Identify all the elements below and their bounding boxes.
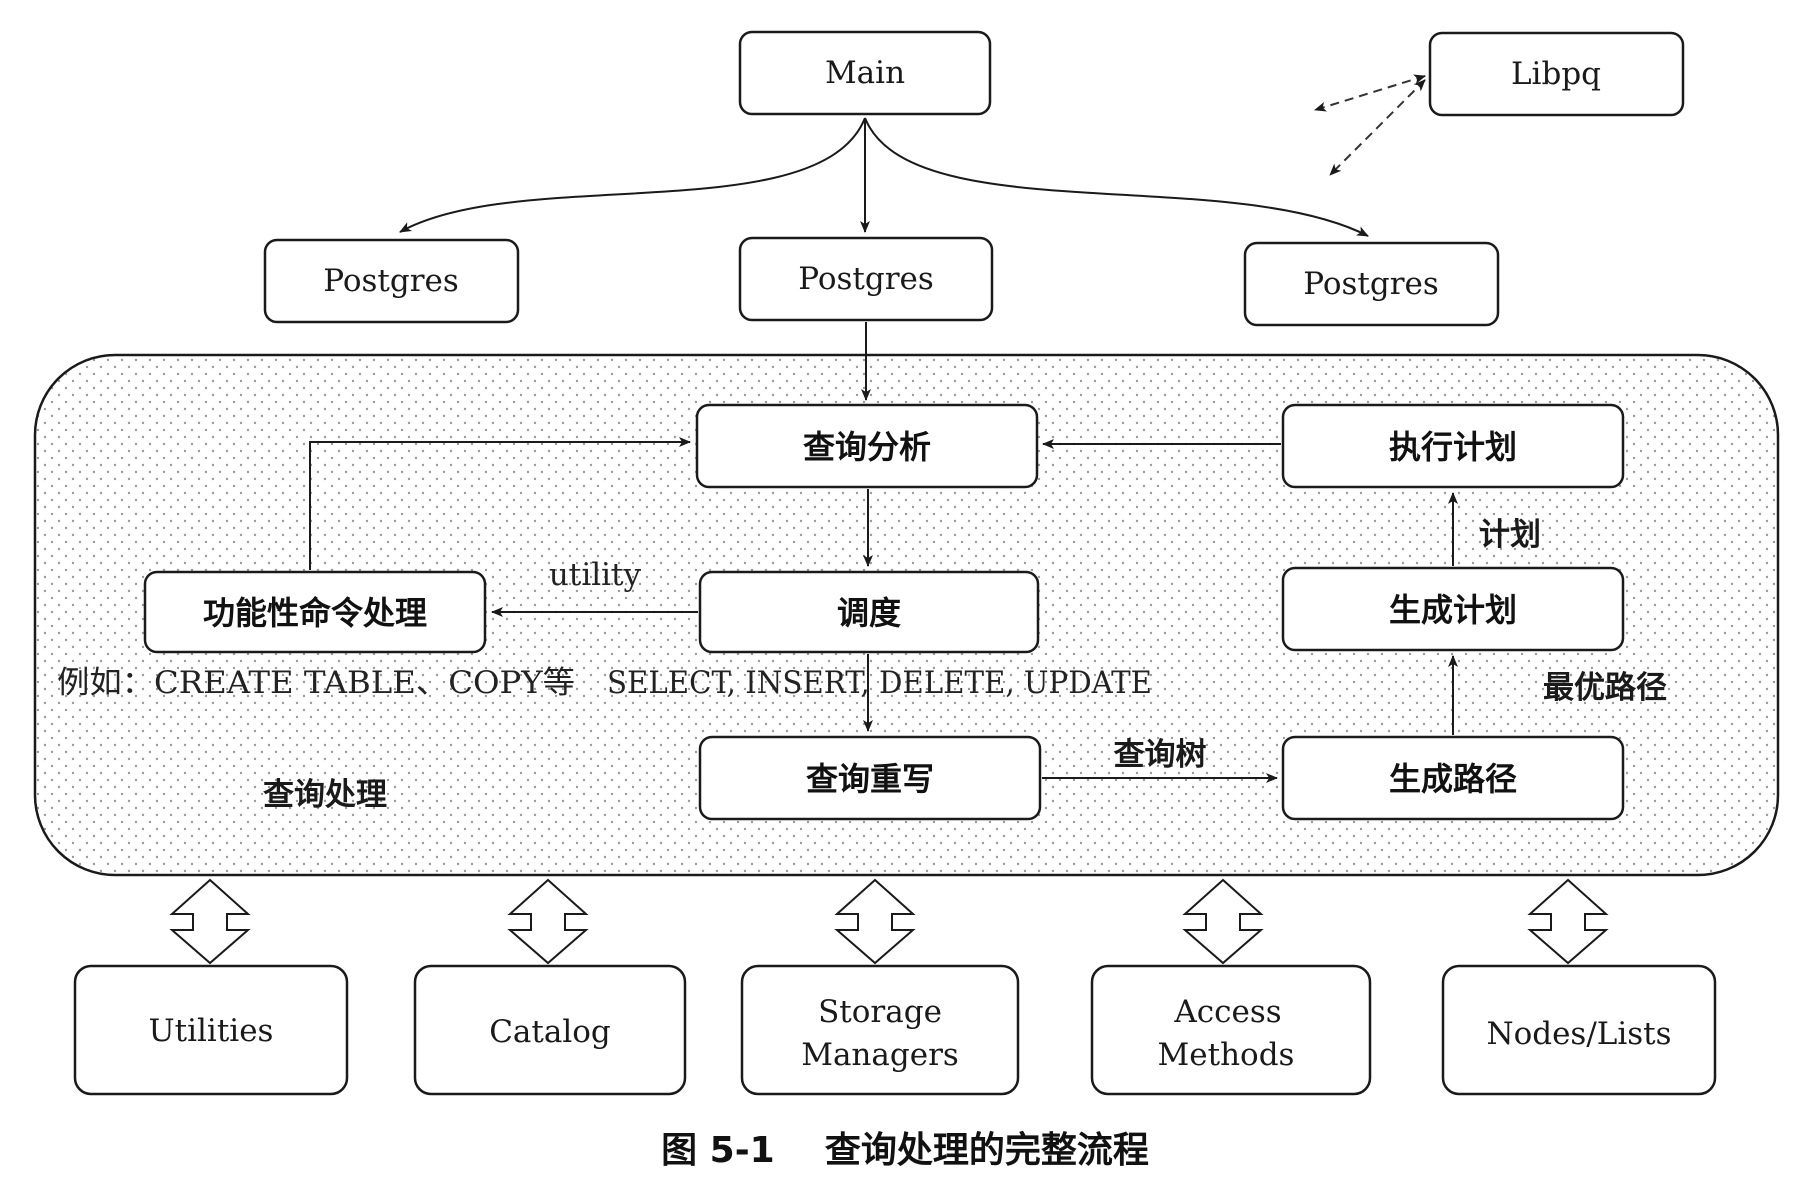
libpq-dashed-arrow-1 — [1314, 74, 1426, 112]
plan-edge-label: 计划 — [1479, 517, 1541, 553]
exec-plan-node: 执行计划 — [1281, 403, 1625, 489]
postgres-left-node: Postgres — [263, 238, 520, 324]
catalog-node: Catalog — [413, 964, 687, 1096]
storage-label-line2: Managers — [801, 1037, 959, 1073]
query-parse-node: 查询分析 — [695, 403, 1039, 489]
access-label-line2: Methods — [1158, 1037, 1295, 1073]
nodes-lists-node: Nodes/Lists — [1441, 964, 1717, 1096]
dml-examples-note: SELECT, INSERT, DELETE, UPDATE — [607, 665, 1152, 701]
utilities-double-arrow — [169, 878, 251, 965]
main-node: Main — [738, 30, 992, 116]
schedule-node: 调度 — [698, 570, 1040, 654]
access-label-line1: Access — [1173, 994, 1281, 1030]
storage-double-arrow — [834, 878, 916, 965]
query-rewrite-label: 查询重写 — [806, 760, 934, 798]
libpq-dashed-arrow-2 — [1329, 79, 1426, 176]
figure-caption: 图 5-1 查询处理的完整流程 — [661, 1130, 1149, 1171]
query-tree-edge-label: 查询树 — [1114, 737, 1207, 773]
utilities-node: Utilities — [73, 964, 349, 1096]
utility-edge-label: utility — [549, 557, 642, 593]
catalog-double-arrow — [507, 878, 589, 965]
gen-plan-node: 生成计划 — [1281, 566, 1625, 652]
utility-examples-note: 例如：CREATE TABLE、COPY等 — [57, 665, 575, 701]
schedule-label: 调度 — [837, 594, 901, 632]
gen-path-node: 生成路径 — [1281, 735, 1625, 821]
utility-to-parse-arrow — [309, 437, 691, 570]
main-to-postgres-right-arrow — [864, 117, 1369, 237]
postgres-right-label: Postgres — [1303, 266, 1439, 302]
utility-command-label: 功能性命令处理 — [203, 594, 427, 632]
libpq-node: Libpq — [1428, 31, 1685, 117]
utility-command-node: 功能性命令处理 — [143, 570, 487, 654]
exec-plan-label: 执行计划 — [1389, 428, 1517, 466]
best-path-edge-label: 最优路径 — [1543, 670, 1667, 706]
catalog-label: Catalog — [489, 1014, 611, 1050]
gen-plan-label: 生成计划 — [1389, 591, 1517, 629]
query-rewrite-node: 查询重写 — [698, 735, 1042, 821]
query-processing-label: 查询处理 — [263, 777, 387, 813]
access-double-arrow — [1182, 878, 1264, 965]
postgres-center-label: Postgres — [798, 261, 934, 297]
nodes-lists-label: Nodes/Lists — [1486, 1016, 1671, 1052]
libpq-label: Libpq — [1511, 56, 1601, 92]
nodes-double-arrow — [1527, 878, 1609, 965]
query-parse-label: 查询分析 — [803, 428, 931, 466]
access-methods-node: Access Methods — [1090, 964, 1372, 1096]
postgres-center-node: Postgres — [738, 236, 994, 322]
storage-managers-node: Storage Managers — [740, 964, 1020, 1096]
storage-label-line1: Storage — [818, 994, 942, 1030]
gen-path-label: 生成路径 — [1389, 760, 1517, 798]
postgres-right-node: Postgres — [1243, 241, 1500, 327]
utilities-label: Utilities — [149, 1013, 274, 1049]
main-label: Main — [825, 55, 905, 91]
main-to-postgres-left-arrow — [399, 117, 866, 233]
postgres-left-label: Postgres — [323, 263, 459, 299]
